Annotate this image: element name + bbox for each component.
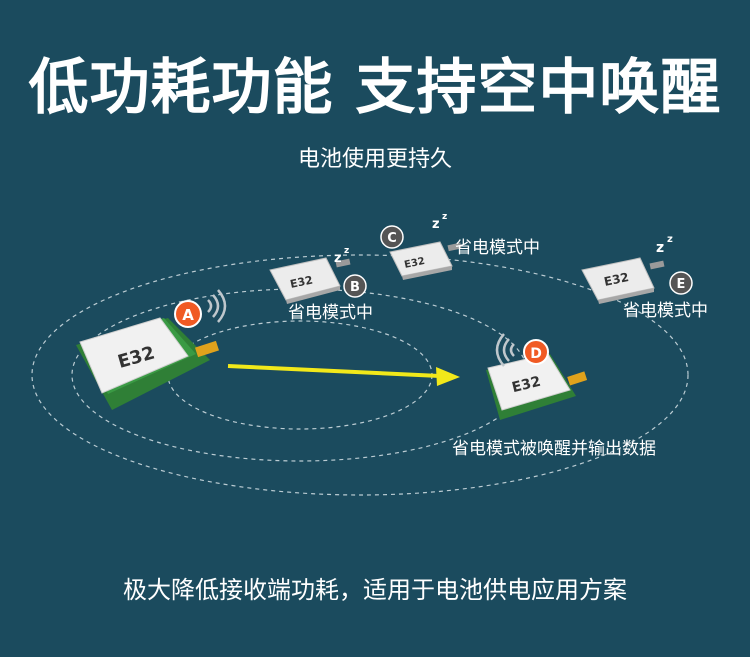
orbit-outer <box>31 254 689 496</box>
module-d-label: E32 <box>510 374 542 397</box>
badge-d-circle <box>523 339 549 365</box>
badge-e-circle <box>669 271 693 295</box>
module-b-label: E32 <box>289 273 314 290</box>
badge-b: B <box>350 280 360 295</box>
svg-text:z: z <box>667 234 673 245</box>
badge-c-circle <box>380 225 404 249</box>
sleep-icon-c: z <box>432 217 440 232</box>
badge-d: D <box>530 346 542 362</box>
module-c: E32 C z z <box>380 212 462 280</box>
badge-a-circle <box>174 300 202 328</box>
badge-e: E <box>677 277 686 292</box>
svg-text:z: z <box>344 246 349 256</box>
status-b: 省电模式中 <box>288 303 373 323</box>
module-b: E32 z z B <box>269 246 367 304</box>
signal-icon-a <box>207 299 213 313</box>
badge-c: C <box>387 231 397 246</box>
module-a: E32 A <box>76 289 227 410</box>
status-d: 省电模式被唤醒并输出数据 <box>452 439 656 459</box>
page-subtitle: 电池使用更持久 <box>297 147 452 172</box>
signal-icon-d <box>509 343 515 357</box>
badge-b-circle <box>343 274 367 298</box>
module-e: E32 z z E <box>581 234 693 304</box>
module-c-label: E32 <box>403 256 426 271</box>
footer-caption: 极大降低接收端功耗，适用于电池供电应用方案 <box>123 576 627 604</box>
module-e-label: E32 <box>603 270 630 289</box>
status-c: 省电模式中 <box>455 238 540 258</box>
sleep-icon-b: z <box>334 251 342 266</box>
wake-arrow <box>227 364 460 386</box>
page-title: 低功耗功能 支持空中唤醒 <box>28 53 722 123</box>
status-e: 省电模式中 <box>623 301 708 321</box>
svg-text:z: z <box>442 212 447 222</box>
badge-a: A <box>182 306 194 324</box>
module-d: E32 D <box>486 333 588 420</box>
sleep-icon-e: z <box>656 240 664 256</box>
